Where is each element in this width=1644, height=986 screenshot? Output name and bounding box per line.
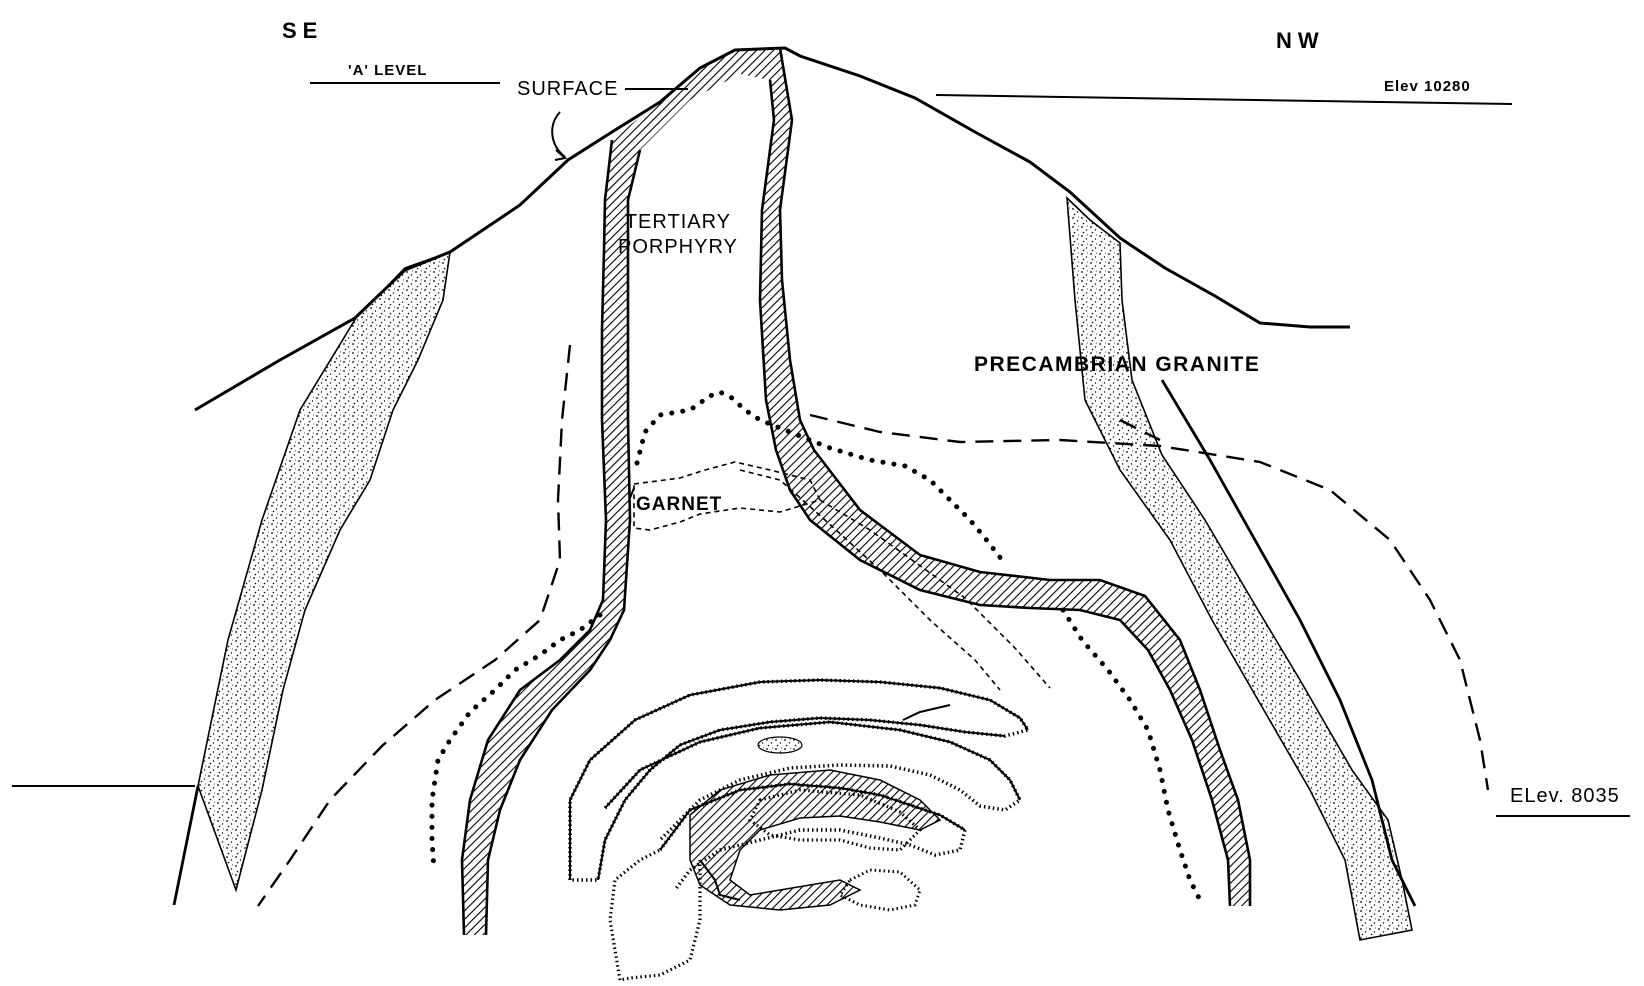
a-level-label: 'A' LEVEL bbox=[348, 62, 427, 79]
precambrian-granite-label: PRECAMBRIAN GRANITE bbox=[974, 353, 1260, 377]
elev-bottom-value: ELev. 8035 bbox=[1510, 785, 1620, 808]
tertiary-porphyry-label: TERTIARY PORPHYRY bbox=[618, 210, 738, 260]
garnet-label: GARNET bbox=[636, 494, 722, 516]
ore-core-speck bbox=[758, 737, 802, 753]
ore-body bbox=[570, 680, 1028, 980]
elev-top-line bbox=[936, 95, 1512, 104]
ore-core bbox=[690, 770, 940, 910]
ore-pointer bbox=[903, 705, 950, 720]
direction-label-nw: NW bbox=[1276, 28, 1325, 54]
surface-pointer bbox=[552, 112, 565, 157]
elev-top-value: Elev 10280 bbox=[1384, 78, 1471, 95]
surface-label: SURFACE bbox=[517, 78, 618, 101]
tertiary-label-line1: TERTIARY bbox=[618, 210, 738, 235]
tertiary-label-line2: PORPHYRY bbox=[618, 235, 738, 260]
elev-bottom-label: ELev. 8035 bbox=[1510, 785, 1620, 808]
direction-label-se: SE bbox=[282, 18, 323, 44]
se-contact-lower bbox=[174, 786, 198, 905]
elev-top-label: Elev 10280 bbox=[1384, 78, 1471, 95]
se-stipple-zone bbox=[198, 252, 450, 890]
